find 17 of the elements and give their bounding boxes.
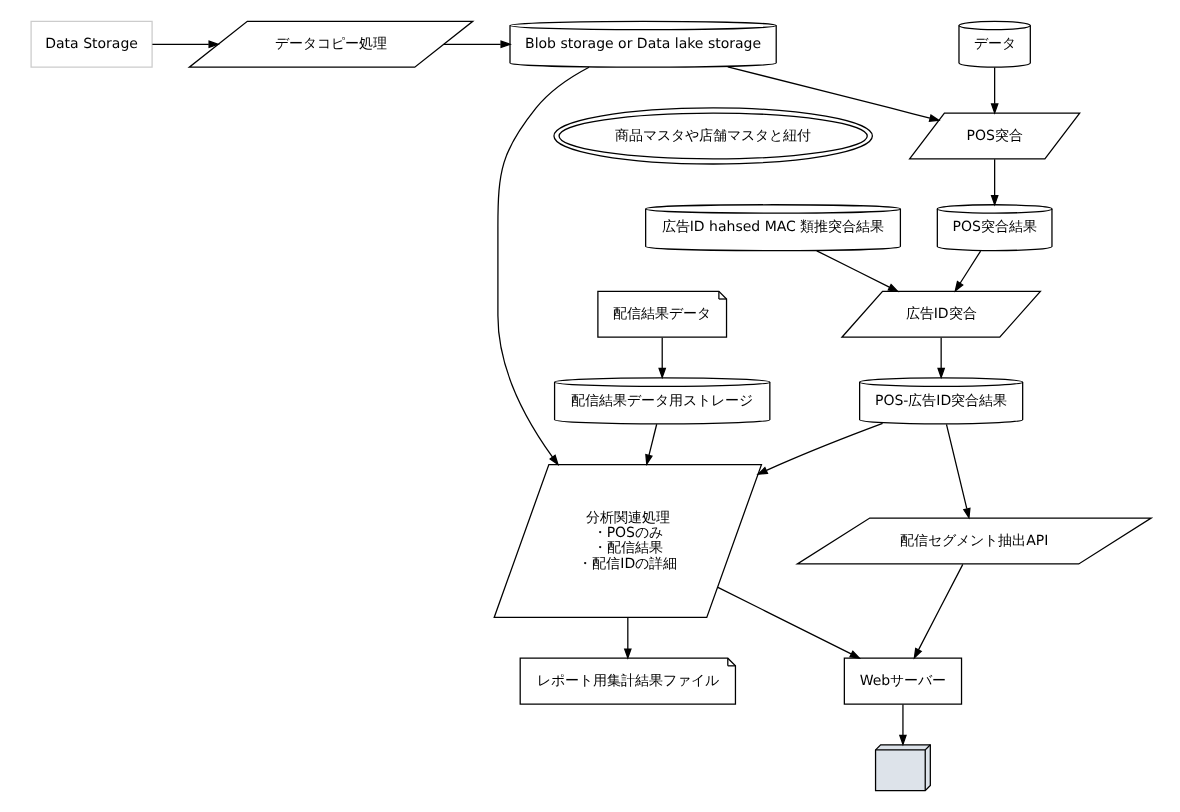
- arrow: [953, 250, 981, 293]
- arrow: [442, 40, 511, 49]
- arrow: [150, 40, 219, 49]
- arrow: [496, 66, 589, 466]
- arrow: [989, 66, 998, 115]
- arrow: [657, 337, 666, 380]
- arrow: [989, 158, 998, 207]
- arrow: [716, 586, 861, 659]
- arrow: [726, 66, 940, 122]
- arrow: [897, 703, 906, 747]
- arrow: [912, 563, 963, 660]
- arrow: [944, 423, 970, 520]
- arrow: [622, 616, 631, 660]
- arrow: [644, 423, 657, 466]
- arrow: [815, 250, 899, 293]
- arrow: [755, 422, 883, 475]
- arrow: [936, 337, 945, 380]
